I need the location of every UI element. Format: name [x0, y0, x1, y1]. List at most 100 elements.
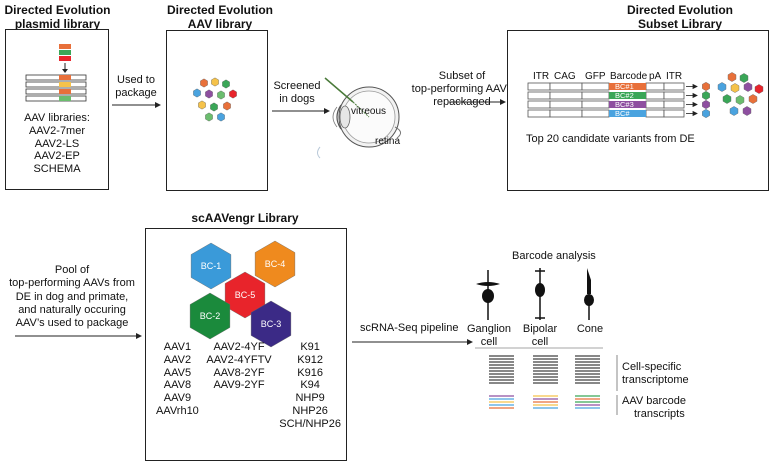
subset-capsid-cluster	[717, 72, 764, 116]
capsid-hexagon	[189, 292, 231, 340]
capsid-icon	[729, 106, 739, 116]
barcode-block: BC#2	[609, 92, 646, 99]
transcript-lines	[475, 347, 603, 409]
capsid-icon	[200, 78, 208, 88]
barcode-blocks: BC#1 BC#2 BC#3 BC#	[609, 83, 646, 119]
barcode-block: BC#1	[609, 83, 646, 90]
serotype-item: NHP9	[295, 392, 325, 405]
serotype-item: K94	[300, 379, 320, 392]
bipolar-cell-label: Bipolar cell	[515, 323, 565, 349]
construct-itr-label: ITR	[533, 71, 550, 82]
construct-barcode-label: Barcode	[610, 71, 648, 82]
aav-barcode-transcripts-label: AAV barcode transcripts	[622, 395, 686, 421]
capsid-icon	[717, 82, 727, 92]
capsid-icon	[193, 88, 201, 98]
capsid-icon	[223, 101, 231, 111]
plasmid-vectors	[25, 74, 87, 102]
aav-title-line2: AAV library	[187, 17, 253, 31]
aav-libraries-list: AAV libraries: AAV2-7mer AAV2-LS AAV2-EP…	[6, 112, 108, 176]
subset-line2: top-performing AAVs	[411, 83, 513, 95]
barcode-block-label: BC#	[615, 109, 630, 118]
capsid-icon	[210, 102, 218, 112]
plasmid-title-line2: plasmid library	[14, 17, 101, 31]
capsid-hexagon-label: BC-3	[261, 319, 282, 329]
barcode-transcripts-line2: transcripts	[634, 408, 685, 420]
bipolar-cell-icon	[535, 268, 545, 320]
used-to-package-label: Used to package	[110, 74, 162, 100]
pool-description: Pool of top-performing AAVs from DE in d…	[8, 264, 136, 330]
pool-line: AAV’s used to package	[15, 317, 129, 330]
library-item: SCHEMA	[33, 163, 81, 176]
transcript-brackets	[616, 355, 618, 415]
pool-line: top-performing AAVs from	[9, 277, 135, 290]
barcode-block-label: BC#2	[615, 91, 634, 100]
cone-cell-label: Cone	[565, 323, 615, 336]
cell-label-line1: Ganglion	[466, 323, 512, 335]
capsid-hexagon-label: BC-5	[235, 290, 256, 300]
transcriptome-line1: Cell-specific	[622, 361, 682, 373]
pool-line: and naturally occuring	[18, 303, 126, 316]
serotype-item: K912	[297, 353, 323, 366]
serotype-item: AAV9-2YF	[213, 379, 265, 392]
aav-panel-title: Directed Evolution AAV library	[145, 3, 295, 31]
arrow-package	[112, 102, 161, 108]
capsid-icon	[702, 81, 710, 92]
library-item: AAV2-EP	[34, 150, 80, 163]
capsid-icon	[211, 77, 219, 87]
capsid-icon	[229, 89, 237, 99]
serotype-item: AAV2-4YF	[213, 341, 265, 353]
serotype-item: NHP26	[292, 404, 328, 417]
cell-specific-transcriptome-label: Cell-specific transcriptome	[622, 361, 689, 387]
serotype-col-evolved: K91 K912 K916 K94 NHP9 NHP26 SCH/NHP26	[279, 341, 341, 431]
barcode-transcripts-line1: AAV barcode	[622, 395, 687, 407]
plasmid-panel-title: Directed Evolution plasmid library	[0, 3, 115, 31]
serotype-item: K916	[297, 366, 323, 379]
serotype-item: K91	[300, 341, 320, 353]
capsid-icon	[702, 108, 710, 119]
serotype-item: AAV9	[163, 392, 192, 405]
scaav-panel-title: scAAVengr Library	[191, 211, 299, 225]
serotype-col-engineered: AAV2-4YF AAV2-4YFTV AAV8-2YF AAV9-2YF	[206, 341, 271, 431]
package-line2: package	[115, 87, 157, 99]
subset-title-line2: Subset Library	[637, 17, 723, 31]
arrow-subset	[449, 99, 506, 105]
cell-label-line2: cell	[531, 336, 549, 348]
plasmid-insert-red	[59, 56, 71, 61]
cone-cell-icon	[584, 268, 594, 320]
plasmid-title-line1: Directed Evolution	[4, 3, 111, 17]
library-item: AAV2-7mer	[28, 124, 86, 137]
screened-line2: in dogs	[279, 93, 315, 105]
capsid-hexagon-label: BC-1	[201, 261, 222, 271]
arrow-scrna	[352, 339, 473, 345]
cell-label-line2: cell	[480, 336, 498, 348]
arrow-screen	[272, 108, 330, 114]
plasmid-library-box: AAV libraries: AAV2-7mer AAV2-LS AAV2-EP…	[5, 29, 109, 190]
screened-in-dogs-label: Screened in dogs	[268, 80, 326, 106]
capsid-icon	[748, 94, 758, 104]
capsid-hexagon-label: BC-2	[200, 311, 221, 321]
serotype-item: AAV2-4YFTV	[206, 353, 272, 366]
capsid-icon	[205, 112, 213, 122]
aav-libraries-label: AAV libraries:	[24, 112, 90, 124]
barcode-block: BC#3	[609, 101, 646, 108]
package-line1: Used to	[117, 74, 155, 86]
capsid-icon	[722, 94, 732, 104]
plasmid-stack-graphic	[25, 44, 87, 102]
aav-capsid-cluster	[193, 77, 237, 122]
capsid-hexagon	[254, 240, 296, 288]
cell-label-line1: Bipolar	[522, 323, 558, 335]
capsid-icon	[217, 112, 225, 122]
subset-caption: Top 20 candidate variants from DE	[526, 133, 695, 145]
plasmid-arrowhead	[62, 69, 68, 73]
eye-drop-mark	[317, 146, 321, 159]
capsid-icon	[743, 82, 753, 92]
construct-rows	[527, 82, 698, 118]
retina-label: retina	[375, 136, 401, 147]
vitreous-label: vitreous	[351, 106, 387, 117]
arrow-pool	[15, 333, 142, 339]
subset-library-box: ITR CAG GFP Barcode pA ITR BC#1 BC#2 BC#…	[507, 30, 769, 191]
library-item: AAV2-LS	[34, 137, 80, 150]
serotype-columns: AAV1 AAV2 AAV5 AAV8 AAV9 AAVrh10 AAV2-4Y…	[156, 341, 341, 431]
capsid-icon	[222, 79, 230, 89]
